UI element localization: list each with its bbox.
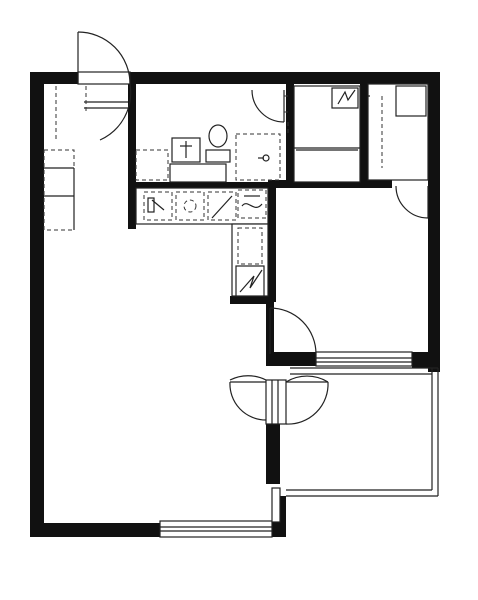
bathroom xyxy=(135,89,290,183)
bedroom-window xyxy=(315,351,413,367)
entry-door-opening xyxy=(77,71,131,85)
door-swing-icon xyxy=(251,89,285,123)
stove-icon xyxy=(207,191,237,221)
door-swing-icon xyxy=(285,381,329,425)
wall-bedroom-bottom-right xyxy=(412,352,440,368)
door-swing-icon xyxy=(269,307,317,355)
window-icon xyxy=(159,520,273,538)
wall-bedroom-top xyxy=(268,180,392,188)
wall-bedroom-left xyxy=(268,182,276,302)
sink-icon xyxy=(135,149,169,181)
balcony-door[interactable] xyxy=(229,375,329,425)
stove-icon xyxy=(175,191,205,221)
bedroom-door[interactable] xyxy=(269,307,317,355)
wall-right-upper xyxy=(428,72,440,372)
sink-icon xyxy=(143,191,173,221)
utility-area xyxy=(293,85,361,183)
wall-bedroom-bottom-left xyxy=(266,352,316,366)
wall-bath-bottom xyxy=(128,182,292,188)
door-swing-icon xyxy=(229,381,267,421)
kitchen xyxy=(135,187,269,297)
outer-walls xyxy=(30,72,440,537)
door-swing-icon xyxy=(77,31,131,85)
closet-top-right xyxy=(367,83,429,181)
living-window xyxy=(159,487,281,538)
entry-cabinet xyxy=(43,149,75,231)
shower-icon xyxy=(235,133,281,181)
wall-left xyxy=(30,72,44,537)
door-swing-icon xyxy=(99,83,132,141)
wall-balcony-divider xyxy=(266,424,280,484)
window-icon xyxy=(265,379,287,425)
wall-kitchen-left xyxy=(128,84,136,229)
appliance-icon xyxy=(237,189,267,219)
door-swing-icon xyxy=(395,185,429,219)
wall-closet-divider xyxy=(360,84,368,184)
window-icon xyxy=(315,351,413,367)
wall-bath-right xyxy=(286,84,294,184)
wall-top-left xyxy=(30,72,78,84)
wall-top-right xyxy=(130,72,440,84)
kitchen-counter xyxy=(135,187,269,225)
wall-bottom-left xyxy=(30,523,160,537)
wall-kitchen-bottom xyxy=(230,296,270,304)
entry-door[interactable] xyxy=(55,31,132,141)
closet-door[interactable] xyxy=(395,185,429,219)
balcony xyxy=(286,367,439,497)
